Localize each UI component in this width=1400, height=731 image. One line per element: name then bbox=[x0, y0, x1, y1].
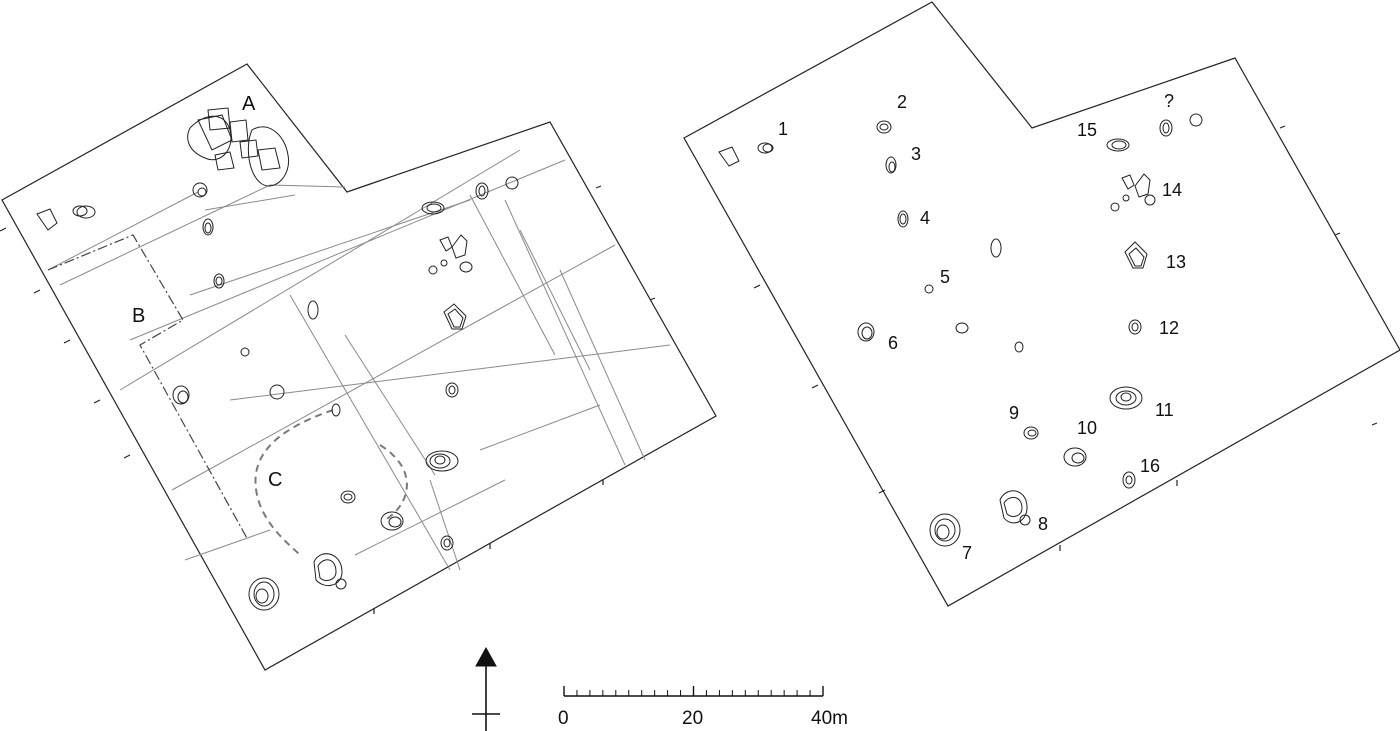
feature-label-11: 11 bbox=[1155, 400, 1174, 420]
feature-label-3: 3 bbox=[911, 144, 921, 164]
feature-label-16: 16 bbox=[1140, 456, 1160, 476]
area-c-enclosure-east bbox=[379, 444, 408, 521]
scale-label-20: 20 bbox=[682, 708, 703, 729]
feature-label-4: 4 bbox=[920, 208, 930, 228]
feature-label-1: 1 bbox=[778, 119, 788, 139]
feature-label-14: 14 bbox=[1162, 180, 1182, 200]
feature-label-unknown: ? bbox=[1164, 91, 1174, 111]
scale-label-40m: 40m bbox=[811, 708, 848, 729]
area-label-a: A bbox=[242, 93, 256, 115]
left-plan-ticks bbox=[0, 185, 656, 614]
feature-label-2: 2 bbox=[897, 92, 907, 112]
scale-bar-ticks bbox=[563, 686, 824, 696]
left-plan-linear-features bbox=[47, 149, 671, 571]
feature-label-6: 6 bbox=[888, 333, 898, 353]
feature-label-5: 5 bbox=[940, 267, 950, 287]
right-plan-feature-labels: 1 2 3 4 5 6 7 8 9 10 11 12 13 14 15 16 ? bbox=[778, 91, 1186, 563]
feature-label-8: 8 bbox=[1038, 514, 1048, 534]
right-plan-boundary bbox=[683, 1, 1400, 607]
area-label-b: B bbox=[132, 305, 145, 327]
area-c-enclosure bbox=[254, 409, 334, 556]
north-arrow-icon bbox=[472, 646, 500, 731]
left-plan-boundary bbox=[1, 63, 717, 671]
feature-label-10: 10 bbox=[1077, 418, 1097, 438]
feature-label-12: 12 bbox=[1159, 318, 1179, 338]
left-plan: A B C bbox=[0, 63, 717, 671]
right-plan-pits bbox=[718, 113, 1203, 547]
left-plan-pits bbox=[36, 107, 519, 611]
scale-label-0: 0 bbox=[558, 708, 569, 729]
scale-bar: 0 20 40m bbox=[558, 686, 848, 729]
feature-label-13: 13 bbox=[1166, 252, 1186, 272]
feature-label-9: 9 bbox=[1009, 403, 1019, 423]
right-plan-ticks bbox=[753, 125, 1378, 551]
feature-label-15: 15 bbox=[1077, 120, 1097, 140]
feature-label-7: 7 bbox=[962, 543, 972, 563]
area-label-c: C bbox=[268, 469, 282, 491]
area-b-enclosure bbox=[47, 234, 249, 541]
right-plan: 1 2 3 4 5 6 7 8 9 10 11 12 13 14 15 16 ? bbox=[683, 1, 1400, 607]
